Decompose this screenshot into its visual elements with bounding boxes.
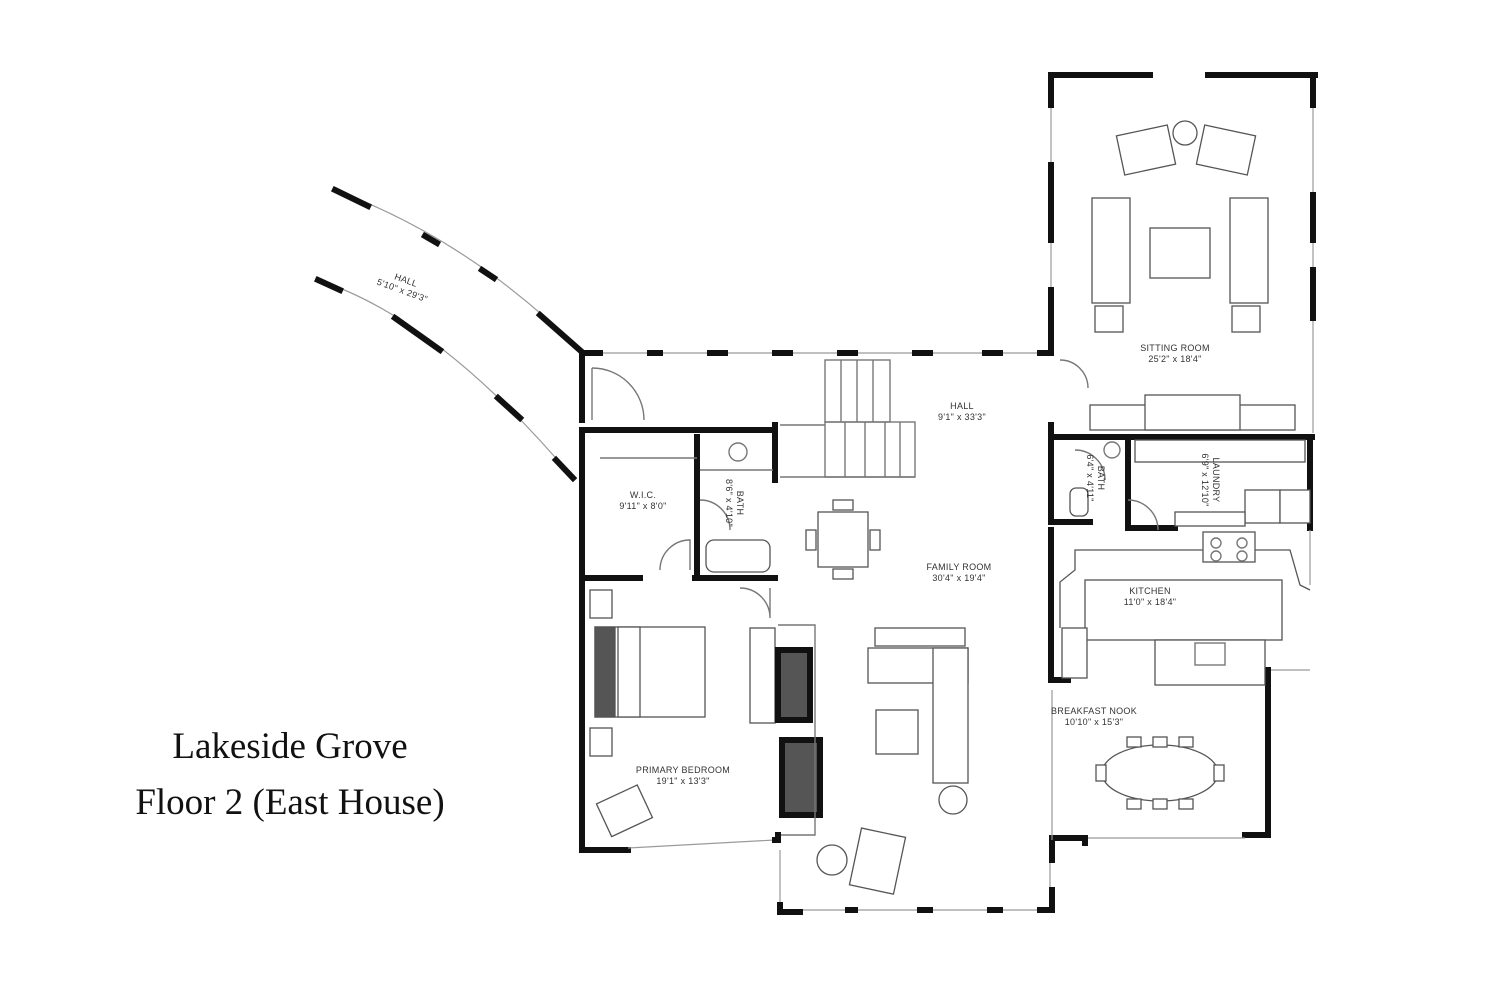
room-label-breakfast-nook: BREAKFAST NOOK bbox=[1051, 706, 1137, 716]
room-label-kitchen: KITCHEN bbox=[1129, 586, 1171, 596]
room-dims-laundry: 6'9" x 12'10" bbox=[1200, 453, 1210, 506]
sitting-room-furniture bbox=[1089, 120, 1296, 431]
room-label-laundry: LAUNDRY bbox=[1211, 458, 1221, 503]
room-label-bath-east: BATH bbox=[1096, 466, 1106, 491]
room-dims-breakfast-nook: 10'10" x 15'3" bbox=[1065, 717, 1124, 727]
room-label-bath-west: BATH bbox=[735, 491, 745, 516]
east-bath-laundry-walls bbox=[1048, 434, 1313, 531]
kitchen-walls bbox=[1048, 527, 1311, 846]
room-label-hall-main: HALL bbox=[950, 401, 974, 411]
room-dims-bath-west: 8'6" x 4'10" bbox=[724, 479, 734, 527]
room-dims-sitting-room: 25'2" x 18'4" bbox=[1148, 354, 1201, 364]
plan-title-line-2: Floor 2 (East House) bbox=[135, 782, 445, 823]
room-label-sitting-room: SITTING ROOM bbox=[1140, 343, 1210, 353]
room-dims-kitchen: 11'0" x 18'4" bbox=[1124, 597, 1177, 607]
room-dims-family-room: 30'4" x 19'4" bbox=[932, 573, 985, 583]
room-label-primary-bedroom: PRIMARY BEDROOM bbox=[636, 765, 730, 775]
staircase bbox=[780, 359, 916, 478]
primary-bedroom-furniture bbox=[589, 589, 776, 838]
room-dims-hall-main: 9'1" x 33'3" bbox=[938, 412, 986, 422]
wic-bath-walls bbox=[579, 422, 778, 853]
plan-title-line-1: Lakeside Grove bbox=[172, 726, 408, 767]
kitchen-furniture bbox=[1059, 531, 1311, 810]
room-label-family-room: FAMILY ROOM bbox=[927, 562, 992, 572]
family-room-furniture bbox=[805, 499, 969, 895]
room-dims-primary-bedroom: 19'1" x 13'3" bbox=[656, 776, 709, 786]
fireplace-columns bbox=[775, 624, 823, 843]
family-room-walls bbox=[777, 837, 1055, 915]
room-dims-bath-east: 6'4" x 4'11" bbox=[1085, 454, 1095, 501]
sitting-room-walls bbox=[1048, 72, 1318, 433]
west-hall-walls bbox=[314, 185, 587, 483]
room-label-wic: W.I.C. bbox=[630, 490, 656, 500]
room-dims-wic: 9'11" x 8'0" bbox=[619, 501, 666, 511]
